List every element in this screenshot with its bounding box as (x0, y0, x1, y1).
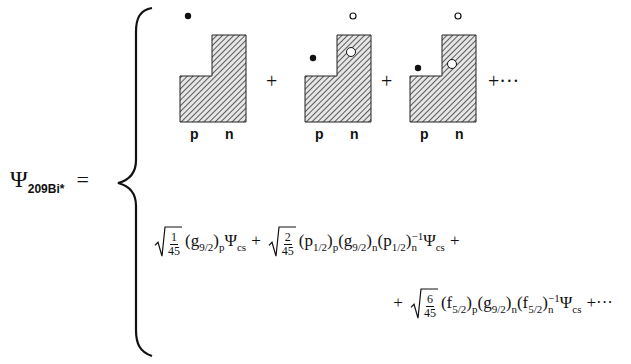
psi-symbol: Ψ (10, 166, 28, 192)
plus-sign: + (381, 70, 392, 93)
formula-subscript: p (219, 241, 225, 253)
wavefunction-label: Ψ209Bi* = (10, 166, 89, 196)
formula-operator: + (450, 231, 460, 250)
radical-fraction: 145 (154, 226, 182, 257)
formula-subscript: cs (237, 241, 246, 253)
neutron-label: n (455, 126, 464, 142)
formula-term: Ψ (224, 231, 237, 250)
proton-label: p (420, 126, 429, 142)
fraction: 645 (422, 291, 438, 319)
neutron-label: n (350, 126, 359, 142)
shell-block: pn (178, 0, 250, 150)
formula-subscript: n (372, 241, 378, 253)
formula-subscript: 5/2 (528, 303, 542, 315)
plus-sign: + (266, 70, 277, 93)
radical-path (269, 227, 296, 256)
fraction-numerator: 1 (170, 231, 178, 245)
particle-dot (310, 55, 316, 61)
formula-subscript: n (511, 303, 517, 315)
superscript-subscript: −1n (548, 293, 560, 315)
particle-dot (185, 13, 191, 19)
formula-term: Ψ (423, 231, 436, 250)
formula-term: ) (213, 231, 219, 250)
formula-operator: +··· (586, 293, 613, 312)
formula-subscript: cs (572, 303, 581, 315)
formula-term: (f (441, 293, 452, 312)
fraction-numerator: 2 (284, 231, 292, 245)
formula-subscript: 9/2 (352, 241, 366, 253)
formula-term: (g (478, 293, 492, 312)
radical-fraction: 245 (268, 226, 296, 257)
formula-operator: + (393, 293, 403, 312)
neutron-label: n (225, 126, 234, 142)
nucleus-subscript: 209Bi* (28, 182, 65, 196)
superscript-subscript: −1n (411, 231, 423, 253)
formula-subscript: 1/2 (392, 241, 406, 253)
formula-subscript: 5/2 (452, 303, 466, 315)
fraction-denominator: 45 (424, 307, 436, 320)
formula-term: (f (517, 293, 528, 312)
radical-fraction: 645 (410, 288, 438, 319)
formula-line: 145(g9/2)pΨcs+245(p1/2)p(g9/2)n(p1/2)−1n… (152, 226, 464, 257)
formula-subscript: p (333, 241, 339, 253)
proton-label: p (190, 126, 199, 142)
formula-subscript: 1/2 (313, 241, 327, 253)
formula-term: (p (299, 231, 313, 250)
formula-term: (g (185, 231, 199, 250)
fraction-numerator: 6 (426, 293, 434, 307)
shell-block: pn (303, 0, 375, 150)
radical-path (411, 289, 438, 318)
formula-subscript: 9/2 (199, 241, 213, 253)
equals-sign: = (76, 167, 88, 192)
proton-label: p (315, 126, 324, 142)
hole-in-core (347, 48, 356, 57)
fraction: 145 (166, 229, 182, 257)
formula-term: ) (366, 231, 372, 250)
hole-marker (350, 13, 356, 19)
formula-superscript: −1 (411, 231, 423, 242)
plus-sign: +··· (488, 70, 519, 93)
formula-operator: + (251, 231, 261, 250)
formula-term: Ψ (560, 293, 573, 312)
shell-illustration (178, 0, 250, 125)
formula-term: ) (542, 293, 548, 312)
formula-subscript: n (548, 304, 560, 315)
shell-block: pn (408, 0, 480, 150)
filled-levels (180, 35, 246, 122)
hole-in-core (448, 60, 457, 69)
formula-term: ) (506, 293, 512, 312)
shell-illustration (303, 0, 375, 125)
brace-path (118, 8, 152, 356)
fraction-denominator: 45 (282, 245, 294, 258)
formula-subscript: cs (436, 241, 445, 253)
formula-subscript: p (472, 303, 478, 315)
filled-levels (410, 35, 476, 122)
shell-illustration (408, 0, 480, 125)
particle-dot (415, 65, 421, 71)
formula-subscript: n (411, 242, 423, 253)
filled-levels (305, 35, 371, 122)
hole-marker (455, 13, 461, 19)
fraction: 245 (280, 229, 296, 257)
formula-superscript: −1 (548, 293, 560, 304)
formula-term: ) (406, 231, 412, 250)
formula-line: +645(f5/2)p(g9/2)n(f5/2)−1nΨcs+··· (388, 288, 618, 319)
formula-term: (p (378, 231, 392, 250)
formula-term: ) (327, 231, 333, 250)
fraction-denominator: 45 (168, 245, 180, 258)
formula-subscript: 9/2 (492, 303, 506, 315)
radical-path (155, 227, 182, 256)
formula-term: (g (338, 231, 352, 250)
formula-term: ) (466, 293, 472, 312)
